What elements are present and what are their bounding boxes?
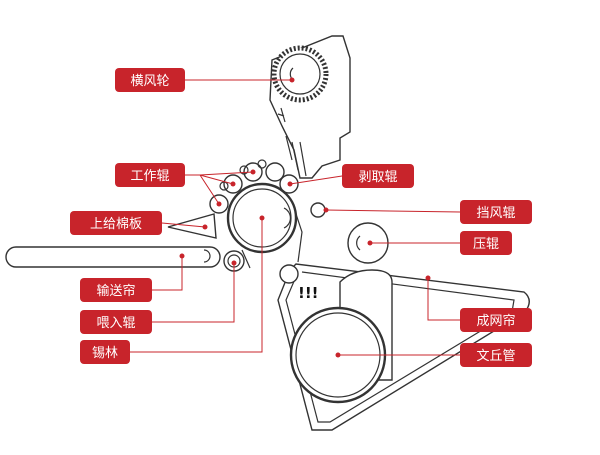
svg-text:剥取辊: 剥取辊: [358, 170, 397, 185]
svg-text:挡风辊: 挡风辊: [476, 206, 515, 221]
leader-cylinder: [130, 218, 263, 353]
svg-text:上给棉板: 上给棉板: [90, 217, 142, 232]
leader-air-guide-roller: [325, 209, 461, 213]
leader-worker-roller: [184, 171, 254, 205]
label-air-guide-roller: 挡风辊: [460, 200, 532, 224]
conveyor-apron: [5, 246, 221, 268]
label-feed-roller: 喂入辊: [80, 310, 152, 334]
svg-text:文丘管: 文丘管: [476, 349, 515, 364]
svg-text:锡林: 锡林: [92, 346, 118, 361]
label-worker-roller: 工作辊: [115, 163, 185, 187]
airflow-mark: !!!: [298, 284, 319, 302]
leader-feed-roller: [152, 263, 235, 323]
leader-lines: [130, 77, 461, 358]
svg-text:横风轮: 横风轮: [130, 74, 169, 89]
label-pressure-roller: 压辊: [460, 231, 512, 255]
label-web-forming-apron: 成网帘: [460, 308, 532, 332]
label-cross-air-wheel: 横风轮: [115, 68, 185, 92]
svg-text:成网帘: 成网帘: [476, 313, 515, 329]
wheel-linkage: [277, 107, 307, 177]
label-feed-plate: 上给棉板: [70, 211, 162, 235]
label-stripper-roller: 剥取辊: [342, 164, 414, 188]
cylinder-housing: [241, 213, 303, 269]
svg-text:输送帘: 输送帘: [96, 283, 135, 299]
leader-stripper-roller: [289, 175, 343, 185]
air-guide-roller: [310, 202, 326, 218]
label-cylinder: 锡林: [80, 340, 130, 364]
tension-roller: [279, 264, 299, 284]
label-conveyor-apron: 输送帘: [80, 278, 152, 302]
leader-web-forming-apron: [427, 278, 460, 321]
cross-air-wheel: [271, 45, 329, 103]
label-wenqiu-tube: 文丘管: [460, 343, 532, 367]
labels: 横风轮 工作辊 上给棉板 输送帘 喂入辊 锡林 剥取辊 挡风辊: [70, 68, 532, 367]
svg-text:喂入辊: 喂入辊: [96, 316, 135, 331]
svg-text:工作辊: 工作辊: [130, 169, 169, 184]
leader-conveyor-apron: [152, 256, 183, 291]
svg-text:压辊: 压辊: [473, 237, 499, 252]
leader-feed-plate: [161, 222, 206, 228]
